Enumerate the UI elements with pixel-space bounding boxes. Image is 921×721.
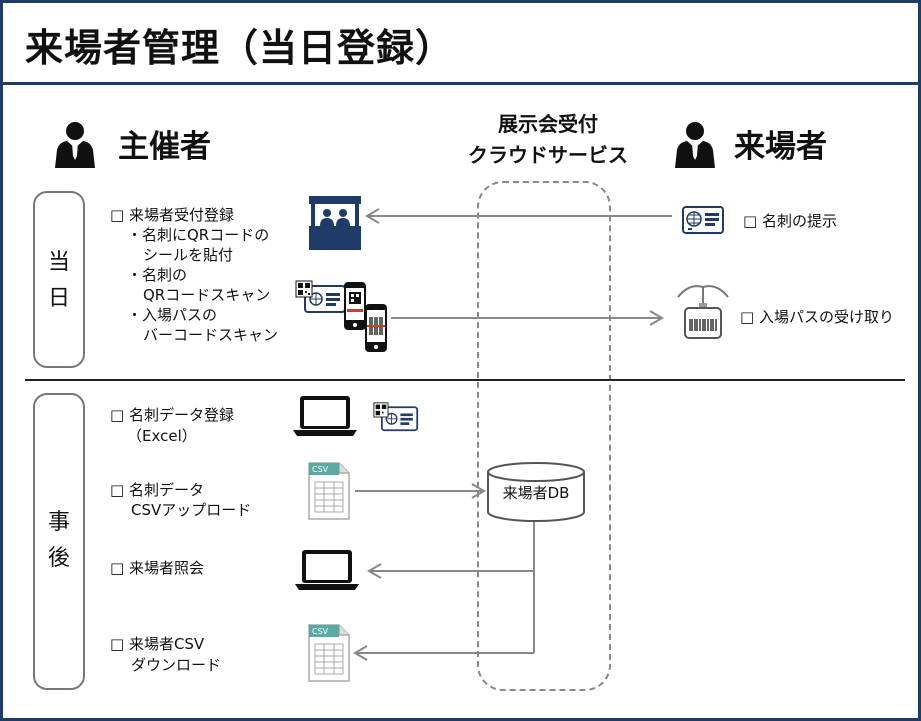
arrowhead — [649, 310, 664, 326]
service-label-2: クラウドサービス — [468, 143, 628, 167]
smartphone-icon — [344, 282, 366, 330]
reception-line-6: バーコードスキャン — [143, 326, 279, 344]
laptop-icon — [293, 396, 357, 436]
arrowhead — [471, 483, 486, 499]
arrowhead — [367, 563, 382, 579]
card-entry-line-2: （Excel） — [127, 427, 197, 445]
laptop-icon — [295, 550, 359, 590]
arrowhead — [353, 645, 368, 661]
reception-line-3: ・名刺の — [127, 266, 188, 284]
organizer-label: 主催者 — [118, 129, 211, 165]
reception-line-4: QRコードスキャン — [143, 286, 271, 304]
csv-download-line-2: ダウンロード — [131, 656, 222, 674]
page-title: 来場者管理（当日登録） — [25, 26, 455, 70]
database-icon — [487, 462, 585, 522]
category-day-of-char-2: 日 — [47, 286, 70, 311]
person-icon — [55, 122, 95, 168]
business-card-icon — [295, 280, 346, 313]
badge-icon — [677, 285, 729, 339]
cloud-service-area — [477, 181, 611, 691]
csv-file-icon: CSV — [308, 462, 350, 520]
category-prior: 事 後 — [33, 393, 85, 690]
flow-arrows — [353, 208, 672, 661]
business-card-icon — [373, 402, 419, 432]
category-day-of: 当 日 — [33, 191, 85, 368]
section-divider — [25, 379, 905, 381]
card-entry-line-1: □ 名刺データ登録 — [110, 406, 234, 424]
csv-download-line-1: □ 来場者CSV — [110, 635, 205, 653]
person-icon — [675, 122, 715, 168]
reception-line-2: シールを貼付 — [143, 246, 234, 264]
category-prior-char-2: 後 — [47, 546, 70, 571]
service-label-1: 展示会受付 — [498, 112, 598, 136]
reception-line-1: ・名刺にQRコードの — [127, 226, 270, 244]
db-label: 来場者DB — [502, 484, 570, 502]
csv-upload-line-2: CSVアップロード — [131, 501, 252, 519]
reception-line-5: ・入場パスの — [127, 306, 218, 324]
category-prior-char-1: 事 — [47, 510, 70, 535]
csv-tag: CSV — [312, 465, 329, 474]
arrowhead — [365, 208, 380, 224]
csv-file-icon: CSV — [308, 624, 350, 682]
csv-tag: CSV — [312, 627, 329, 636]
category-day-of-char-1: 当 — [47, 250, 70, 275]
csv-upload-line-1: □ 名刺データ — [110, 481, 204, 499]
visitor-label: 来場者 — [734, 129, 827, 165]
business-card-icon — [682, 206, 724, 234]
title-bar: 来場者管理（当日登録） — [3, 3, 918, 85]
visitor-pass-text: □ 入場パスの受け取り — [740, 308, 894, 326]
visitor-card-text: □ 名刺の提示 — [743, 212, 837, 230]
smartphone-icon — [365, 304, 387, 352]
reception-booth-icon — [309, 196, 361, 250]
visitor-query-text: □ 来場者照会 — [110, 559, 204, 577]
reception-title: □ 来場者受付登録 — [110, 206, 234, 224]
